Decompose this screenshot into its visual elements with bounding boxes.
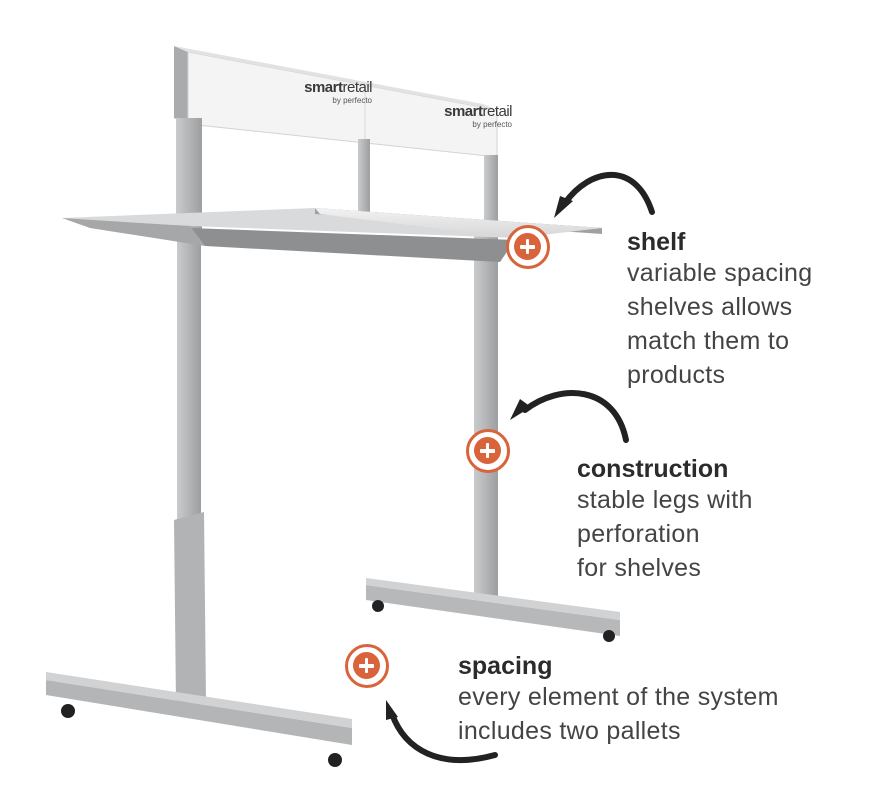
plus-icon[interactable] bbox=[466, 429, 510, 473]
left-upright bbox=[174, 118, 206, 704]
callout-title: spacing bbox=[458, 652, 553, 680]
callout-line: shelves allows bbox=[627, 293, 793, 321]
plus-icon[interactable] bbox=[506, 225, 550, 269]
callout-construction: construction stable legs with perforatio… bbox=[577, 455, 827, 585]
arrow-construction-icon bbox=[510, 390, 629, 443]
brand-logo: smartretail by perfecto bbox=[304, 79, 372, 106]
plus-icon[interactable] bbox=[345, 644, 389, 688]
callout-title: shelf bbox=[627, 228, 686, 256]
callout-line: match them to bbox=[627, 327, 790, 355]
callout-line: every element of the system bbox=[458, 683, 779, 711]
callout-title: construction bbox=[577, 455, 729, 483]
callout-spacing: spacing every element of the system incl… bbox=[458, 652, 878, 748]
callout-line: variable spacing bbox=[627, 259, 813, 287]
callout-line: for shelves bbox=[577, 554, 702, 582]
callout-shelf: shelf variable spacing shelves allows ma… bbox=[627, 228, 877, 392]
arrow-shelf-icon bbox=[554, 171, 655, 218]
callout-line: products bbox=[627, 361, 726, 389]
callout-line: includes two pallets bbox=[458, 717, 681, 745]
brand-logo: smartretail by perfecto bbox=[444, 103, 512, 130]
right-base bbox=[366, 578, 620, 642]
arrow-spacing-icon bbox=[386, 700, 498, 763]
header-sign-panel bbox=[174, 46, 498, 158]
callout-line: perforation bbox=[577, 520, 700, 548]
callout-line: stable legs with bbox=[577, 486, 753, 514]
left-base bbox=[46, 672, 352, 767]
right-upright bbox=[474, 232, 498, 597]
rear-upright bbox=[358, 139, 498, 225]
